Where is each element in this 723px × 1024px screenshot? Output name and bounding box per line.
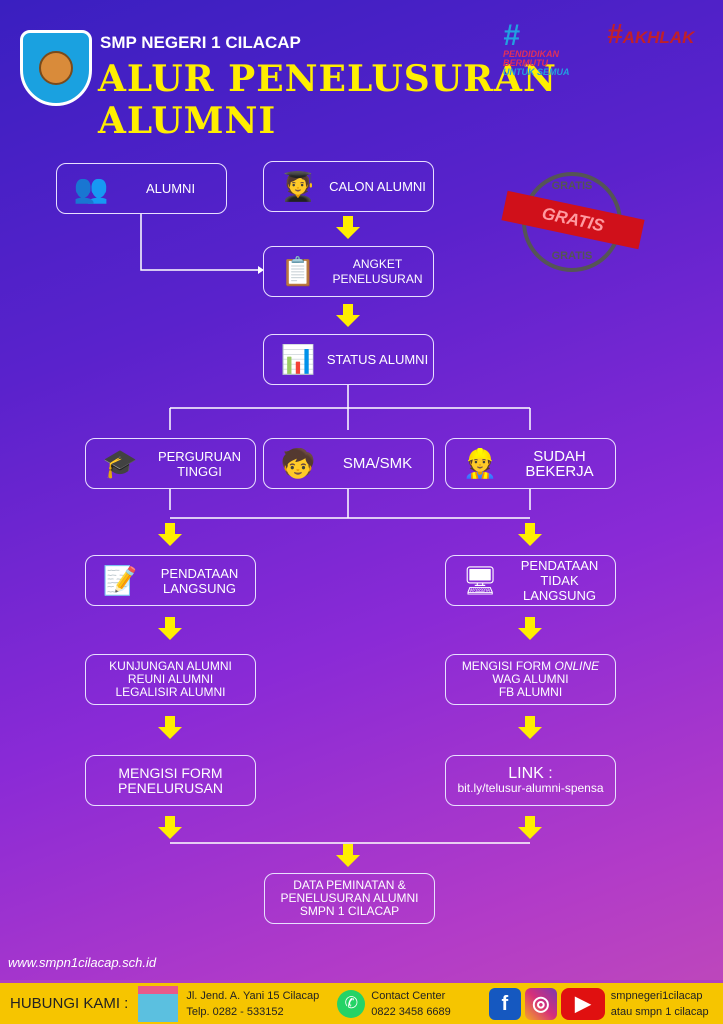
graduate-icon: 🎓 (102, 448, 138, 479)
youtube-icon[interactable]: ▶ (560, 987, 605, 1020)
students-icon: 🧒 (280, 448, 316, 479)
footer: HUBUNGI KAMI : Jl. Jend. A. Yani 15 Cila… (0, 980, 723, 1024)
box-alumni: 👥ALUMNI (56, 163, 227, 214)
chart-icon: 📊 (280, 344, 316, 375)
facebook-icon[interactable]: f (488, 987, 521, 1020)
box-pendataan-langsung: 📝PENDATAAN LANGSUNG (85, 555, 256, 606)
box-angket: 📋ANGKET PENELUSURAN (263, 246, 434, 297)
clipboard-icon: 📋 (280, 256, 316, 287)
website-icon: 🖥 (462, 565, 498, 596)
akhlak-logo: #AKHLAK (607, 18, 695, 49)
whatsapp-icon[interactable]: ✆ (337, 989, 366, 1018)
link-url[interactable]: bit.ly/telusur-alumni-spensa (457, 780, 604, 795)
box-sma-smk: 🧒SMA/SMK (263, 438, 434, 489)
workers-icon: 👷 (462, 448, 498, 479)
school-name: SMP NEGERI 1 CILACAP (100, 33, 301, 52)
box-mengisi-form: MENGISI FORM PENELURUSAN (85, 755, 256, 806)
school-logo (20, 30, 92, 106)
contact-label: HUBUNGI KAMI : (10, 995, 129, 1012)
website-link[interactable]: www.smpn1cilacap.sch.id (8, 955, 157, 970)
people-icon: 👥 (73, 173, 109, 204)
box-perguruan-tinggi: 🎓PERGURUAN TINGGI (85, 438, 256, 489)
school-building-icon (138, 985, 179, 1022)
box-data-peminatan: DATA PEMINATAN & PENELUSURAN ALUMNI SMPN… (264, 873, 435, 924)
form-icon: 📝 (102, 565, 138, 596)
box-link: LINK :bit.ly/telusur-alumni-spensa (445, 755, 616, 806)
box-calon-alumni: 🧑‍🎓CALON ALUMNI (263, 161, 434, 212)
box-status: 📊STATUS ALUMNI (263, 334, 434, 385)
box-pendataan-tidak-langsung: 🖥PENDATAAN TIDAK LANGSUNG (445, 555, 616, 606)
instagram-icon[interactable]: ◎ (524, 987, 557, 1020)
students-icon: 🧑‍🎓 (280, 171, 316, 202)
page-title: ALUR PENELUSURAN ALUMNI (98, 58, 557, 142)
box-sudah-bekerja: 👷SUDAH BEKERJA (445, 438, 616, 489)
